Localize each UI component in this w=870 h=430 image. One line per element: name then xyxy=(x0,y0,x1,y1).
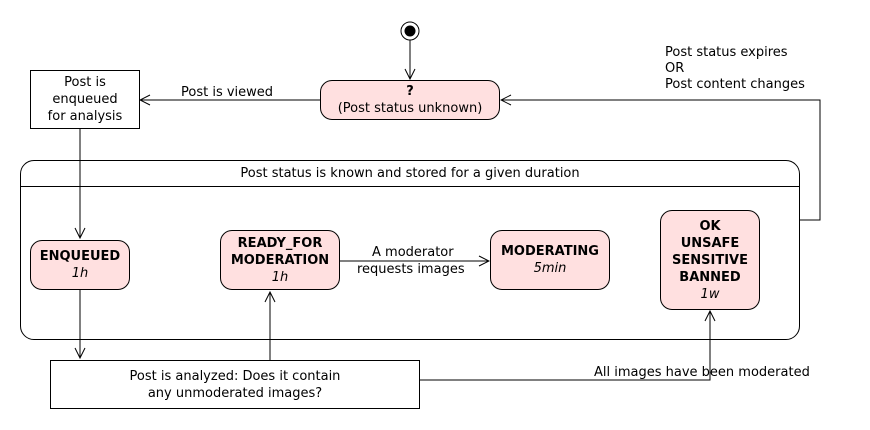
state-final-line: UNSAFE xyxy=(680,235,740,251)
state-ready-duration: 1h xyxy=(271,269,289,285)
edge-all-moderated xyxy=(420,311,710,381)
label-expires-line3: Post content changes xyxy=(665,77,805,92)
analysis-line1: Post is analyzed: Does it contain xyxy=(129,368,341,384)
enqueue-line: Post is xyxy=(64,75,106,90)
state-final: OK UNSAFE SENSITIVE BANNED 1w xyxy=(660,210,760,310)
state-unknown-title: ? xyxy=(406,84,414,99)
state-ready-name-line1: READY_FOR xyxy=(237,235,323,251)
state-unknown-subtitle: (Post status unknown) xyxy=(337,101,483,116)
state-ready-for-moderation: READY_FOR MODERATION 1h xyxy=(220,230,340,290)
label-expires-line2: OR xyxy=(665,61,685,76)
state-moderating-duration: 5min xyxy=(533,261,567,276)
label-moderator-line1: A moderator xyxy=(372,245,454,260)
state-final-duration: 1w xyxy=(700,286,720,302)
known-status-container: Post status is known and stored for a gi… xyxy=(20,160,800,340)
analysis-line2: any unmoderated images? xyxy=(147,385,323,401)
edge-status-expires xyxy=(501,100,821,221)
enqueue-line: enqueued xyxy=(52,92,118,107)
state-final-line: BANNED xyxy=(679,269,741,285)
state-enqueued-name: ENQUEUED xyxy=(39,249,121,264)
label-post-viewed: Post is viewed xyxy=(181,85,274,100)
label-expires-line1: Post status expires xyxy=(665,45,788,60)
state-final-line: OK xyxy=(699,218,721,234)
enqueue-line: for analysis xyxy=(47,109,123,124)
known-status-container-title: Post status is known and stored for a gi… xyxy=(240,166,580,181)
enqueue-for-analysis-box: Post is enqueued for analysis xyxy=(30,70,140,129)
state-enqueued-duration: 1h xyxy=(71,266,89,281)
analysis-box: Post is analyzed: Does it contain any un… xyxy=(50,360,420,409)
state-final-line: SENSITIVE xyxy=(672,252,748,268)
initial-state-marker xyxy=(400,21,420,41)
label-moderator-line2: requests images xyxy=(357,262,465,277)
state-ready-name-line2: MODERATION xyxy=(230,252,330,268)
state-enqueued: ENQUEUED 1h xyxy=(30,240,130,290)
state-unknown: ? (Post status unknown) xyxy=(320,80,500,120)
state-moderating: MODERATING 5min xyxy=(490,230,610,290)
container-divider xyxy=(21,186,799,187)
label-all-moderated: All images have been moderated xyxy=(594,365,810,380)
state-moderating-name: MODERATING xyxy=(501,244,599,259)
